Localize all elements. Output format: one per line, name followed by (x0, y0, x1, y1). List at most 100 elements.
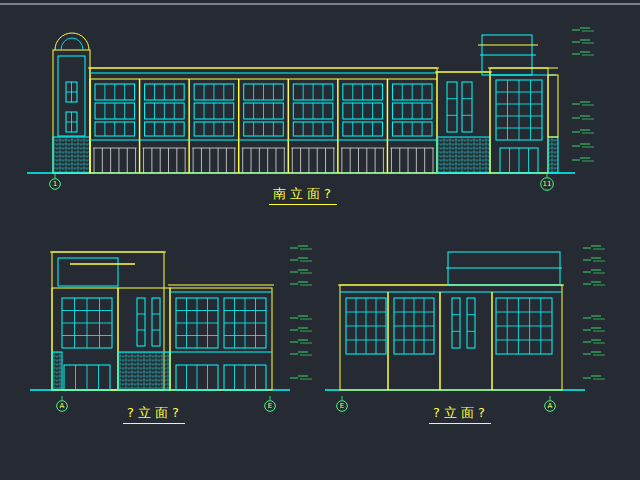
wall-outline (53, 50, 90, 173)
drawing-line (572, 30, 580, 31)
drawing-line (572, 118, 580, 119)
drawing-line (298, 352, 308, 353)
drawing-line (583, 342, 591, 343)
drawing-line (490, 75, 556, 76)
drawing-line (223, 122, 224, 136)
drawing-line (366, 148, 367, 173)
drawing-line (270, 396, 271, 400)
drawing-line (300, 273, 312, 274)
drawing-line (580, 52, 590, 53)
drawing-line (452, 314, 460, 315)
drawing-line (253, 84, 254, 100)
drawing-line (422, 84, 423, 100)
drawing-line (424, 148, 425, 173)
drawing-line (583, 248, 591, 249)
drawing-line (176, 335, 218, 336)
drawing-line (152, 314, 160, 315)
drawing-line (496, 128, 542, 129)
drawing-line (591, 246, 601, 247)
drawing-line (213, 103, 214, 119)
drawing-line (290, 260, 298, 261)
stone-base (53, 137, 90, 173)
axis-circle-outline (541, 178, 554, 191)
drawing-line (288, 140, 338, 141)
drawing-line (372, 84, 373, 100)
drawing-line (572, 160, 580, 161)
drawing-line (337, 79, 339, 173)
drawing-line (290, 284, 298, 285)
wall-outline (66, 112, 77, 132)
drawing-line (583, 284, 591, 285)
drawing-line (572, 54, 580, 55)
drawing-line (582, 147, 594, 148)
drawing-line (582, 133, 594, 134)
wall-outline (118, 288, 170, 390)
drawing-line (593, 355, 605, 356)
wall-outline (145, 103, 185, 119)
drawing-line (239, 140, 289, 141)
drawing-line (197, 365, 198, 390)
drawing-line (580, 102, 590, 103)
wall-outline (66, 82, 77, 102)
drawing-line (402, 84, 403, 100)
drawing-line (416, 148, 417, 173)
drawing-line (303, 84, 304, 100)
drawing-line (303, 122, 304, 136)
drawing-line (383, 148, 384, 173)
wall-outline (244, 84, 284, 100)
drawing-line (572, 146, 580, 147)
drawing-line (89, 79, 91, 173)
drawing-line (496, 104, 542, 105)
drawing-line (263, 84, 264, 100)
drawing-line (496, 340, 552, 341)
stone-base (437, 137, 490, 173)
drawing-line (341, 148, 385, 149)
wall-outline (145, 122, 185, 136)
drawing-line (174, 103, 175, 119)
drawing-line (298, 282, 308, 283)
drawing-line (185, 148, 186, 173)
drawing-line (300, 285, 312, 286)
drawing-line (402, 103, 403, 119)
drawing-line (362, 103, 363, 119)
drawing-line (325, 148, 326, 173)
drawing-line (110, 148, 111, 173)
wall-outline (392, 122, 432, 136)
wall-outline (392, 84, 432, 100)
axis-number: A (544, 400, 556, 412)
drawing-line (372, 103, 373, 119)
drawing-line (104, 84, 105, 100)
drawing-line (583, 378, 591, 379)
wall-outline (224, 365, 266, 390)
drawing-line (290, 248, 298, 249)
drawing-line (358, 148, 359, 173)
drawing-line (204, 103, 205, 119)
drawing-line (70, 263, 135, 265)
drawing-line (300, 355, 312, 356)
wall-outline (145, 84, 185, 100)
wall-outline (176, 365, 218, 390)
drawing-line (75, 365, 76, 390)
drawing-line (593, 331, 605, 332)
drawing-line (275, 148, 276, 173)
drawing-line (591, 270, 601, 271)
drawing-line (104, 122, 105, 136)
drawing-line (238, 79, 240, 173)
wall-outline (194, 122, 234, 136)
drawing-line (291, 148, 335, 149)
drawing-line (300, 343, 312, 344)
drawing-line (313, 122, 314, 136)
drawing-line (93, 148, 137, 149)
drawing-line (234, 148, 235, 173)
axis-circle-outline (50, 179, 61, 190)
drawing-line (124, 122, 125, 136)
drawing-line (372, 122, 373, 136)
drawing-line (90, 73, 437, 74)
drawing-line (446, 268, 562, 269)
drawing-line (591, 376, 601, 377)
axis-circle-outline (545, 401, 556, 412)
drawing-line (139, 79, 141, 173)
drawing-line (88, 68, 439, 69)
wall-outline (52, 288, 118, 390)
